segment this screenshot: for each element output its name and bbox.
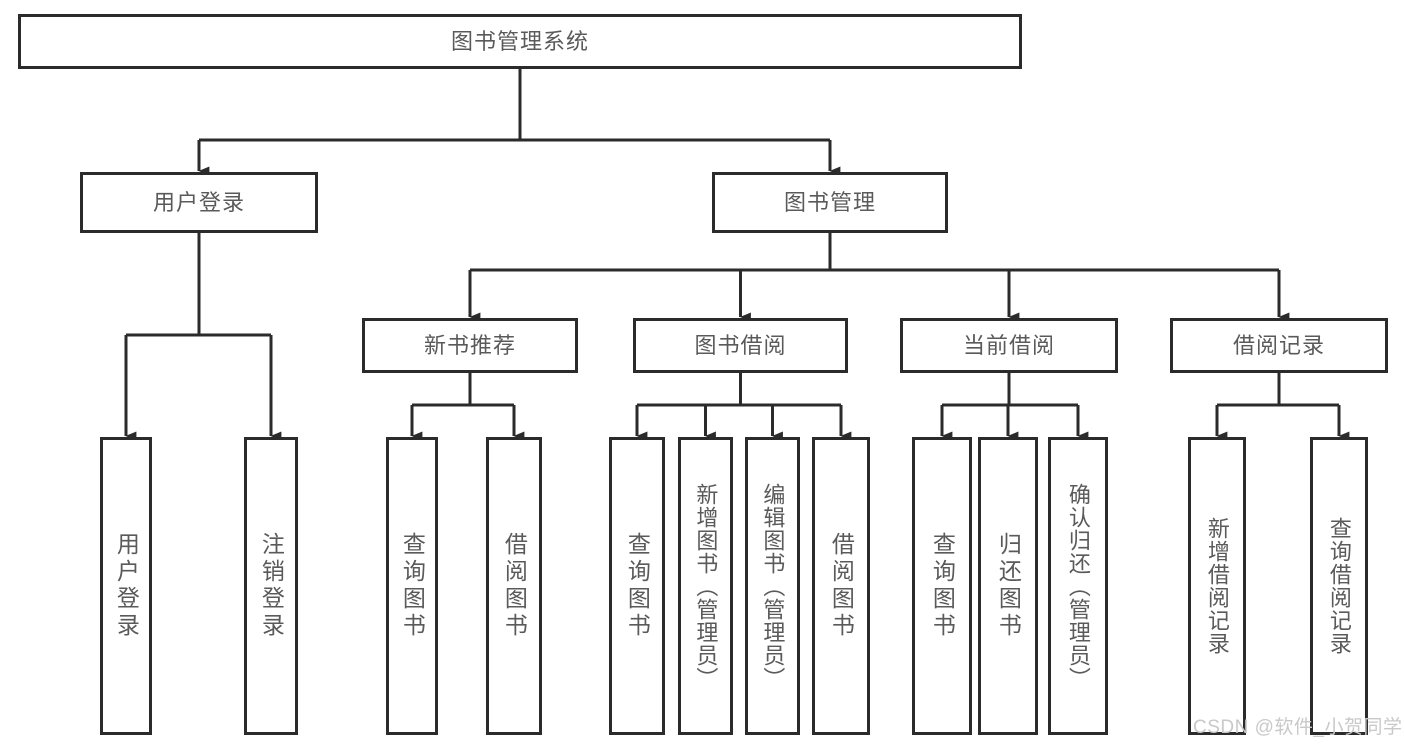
node-l-return[interactable]: 归还图书 xyxy=(978,437,1038,735)
node-label: 注销登录 xyxy=(258,532,285,640)
node-l-login[interactable]: 用户登录 xyxy=(100,437,152,735)
node-l-edit[interactable]: 编辑图书（管理员） xyxy=(745,437,800,735)
node-label: 查询图书 xyxy=(624,532,651,640)
node-l-addrec[interactable]: 新增借阅记录 xyxy=(1188,437,1246,735)
node-bookmgmt[interactable]: 图书管理 xyxy=(712,172,948,233)
node-l-query2[interactable]: 查询图书 xyxy=(609,437,665,735)
node-l-add[interactable]: 新增图书（管理员） xyxy=(678,437,733,735)
node-label: 当前借阅 xyxy=(962,332,1055,358)
node-l-queryrec[interactable]: 查询借阅记录 xyxy=(1310,437,1368,735)
node-l-borrow1[interactable]: 借阅图书 xyxy=(486,437,542,735)
node-label: 借阅图书 xyxy=(828,532,855,640)
node-l-confirm[interactable]: 确认归还（管理员） xyxy=(1048,437,1108,735)
node-label: 新增借阅记录 xyxy=(1204,517,1230,655)
node-label: 图书管理 xyxy=(783,189,876,215)
node-records[interactable]: 借阅记录 xyxy=(1170,318,1388,373)
node-newbook[interactable]: 新书推荐 xyxy=(362,318,578,373)
node-l-query3[interactable]: 查询图书 xyxy=(912,437,972,735)
connector-lines xyxy=(124,69,1350,441)
node-label: 新书推荐 xyxy=(423,332,516,358)
node-label: 图书管理系统 xyxy=(450,28,589,54)
node-label: 新增图书（管理员） xyxy=(693,482,719,690)
node-label: 借阅记录 xyxy=(1232,332,1325,358)
node-label: 查询图书 xyxy=(929,532,956,640)
node-label: 用户登录 xyxy=(113,532,140,640)
node-label: 归还图书 xyxy=(995,532,1022,640)
node-root[interactable]: 图书管理系统 xyxy=(18,14,1022,69)
node-login[interactable]: 用户登录 xyxy=(80,172,318,233)
node-label: 查询借阅记录 xyxy=(1326,517,1352,655)
node-l-borrow2[interactable]: 借阅图书 xyxy=(812,437,870,735)
node-label: 查询图书 xyxy=(399,532,426,640)
node-label: 借阅图书 xyxy=(501,532,528,640)
node-label: 图书借阅 xyxy=(694,332,787,358)
node-l-logout[interactable]: 注销登录 xyxy=(244,437,298,735)
node-borrow[interactable]: 图书借阅 xyxy=(633,318,848,373)
node-label: 确认归还（管理员） xyxy=(1065,482,1091,690)
csdn-watermark: CSDN @软件_小贺同学 xyxy=(1193,717,1403,738)
node-l-query1[interactable]: 查询图书 xyxy=(386,437,438,735)
node-current[interactable]: 当前借阅 xyxy=(900,318,1118,373)
node-label: 编辑图书（管理员） xyxy=(760,482,786,690)
node-label: 用户登录 xyxy=(152,189,245,215)
